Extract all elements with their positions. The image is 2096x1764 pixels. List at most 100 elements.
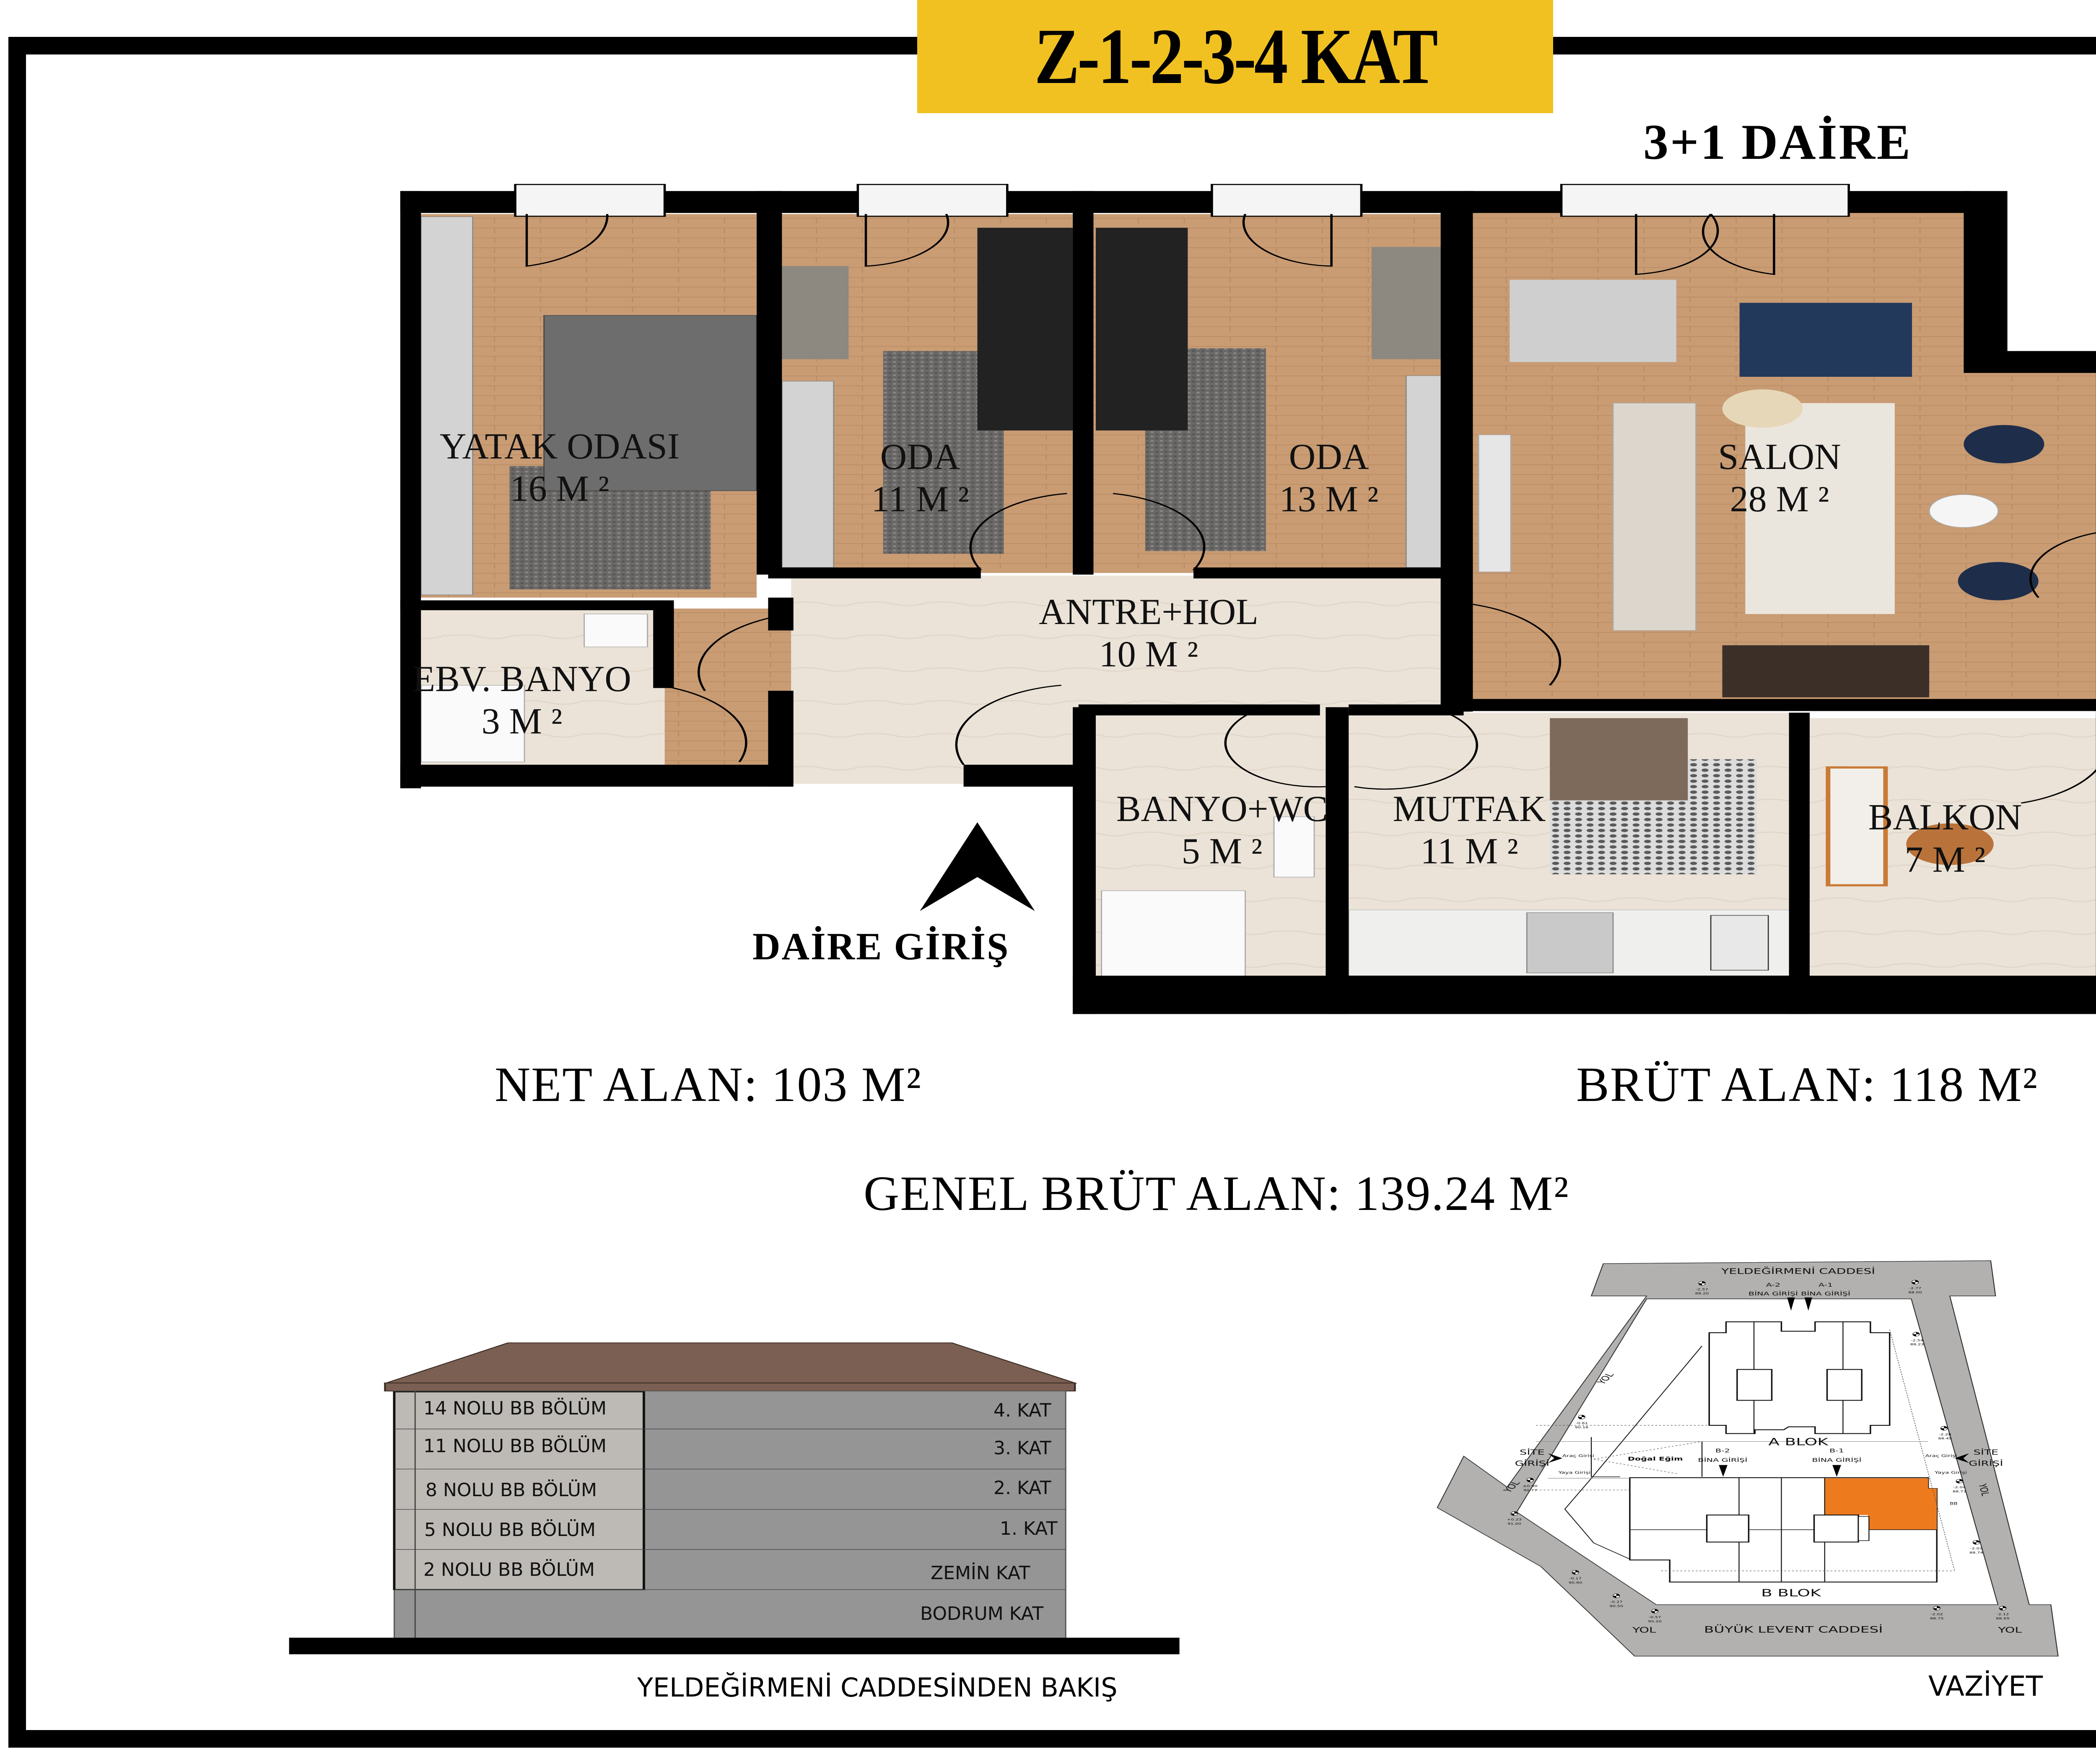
radiator: [1478, 434, 1512, 572]
stove-icon: [1710, 915, 1769, 971]
balcony-table: [1906, 823, 1994, 865]
ground-line: [289, 1637, 1180, 1655]
floor-label-zemin: ZEMİN KAT: [931, 1562, 1030, 1584]
svg-text:88.75: 88.75: [1930, 1617, 1944, 1620]
arrow-up-icon: [920, 822, 1035, 911]
walls: [400, 191, 2096, 1014]
room-name: SALON: [1718, 437, 1841, 477]
svg-text:90.60: 90.60: [1569, 1581, 1582, 1584]
room-area: 11 M ²: [1420, 831, 1518, 872]
site-entry-east-2: GİRİŞİ: [1969, 1459, 2003, 1468]
svg-text:88.20: 88.20: [1695, 1292, 1709, 1295]
svg-text:88.74: 88.74: [1969, 1551, 1983, 1554]
balcony-bench: [1826, 766, 1888, 886]
floors-title-banner: Z-1-2-3-4 KAT: [917, 0, 1553, 113]
svg-text:-0.61: -0.61: [1575, 1422, 1588, 1425]
svg-text:+0.23: +0.23: [1507, 1518, 1522, 1521]
svg-text:-2.54: -2.54: [1911, 1339, 1923, 1342]
shower-tray: [420, 685, 525, 762]
roof: [383, 1342, 1078, 1383]
room-area: 11 M ²: [871, 479, 969, 520]
svg-text:-0.27: -0.27: [1610, 1601, 1623, 1604]
sink-icon: [1526, 912, 1614, 974]
room-name: ANTRE+HOL: [1039, 592, 1258, 632]
svg-text:88.65: 88.65: [1996, 1617, 2010, 1620]
svg-text:90.77: 90.77: [1523, 1489, 1537, 1492]
desk-oda-1: [782, 266, 849, 360]
road-label-se: YOL: [1997, 1626, 2022, 1634]
south-street: BÜYÜK LEVENT CADDESİ: [1704, 1624, 1883, 1635]
apartment-entry-label: DAİRE GİRİŞ: [752, 925, 1010, 968]
wardrobe-yatak: [420, 216, 473, 596]
ramp: [1564, 1346, 1703, 1559]
toilet: [1273, 816, 1315, 878]
bb-marker: BB: [1950, 1501, 1958, 1505]
svg-text:-0.17: -0.17: [1569, 1577, 1582, 1580]
svg-text:-2.77: -2.77: [1909, 1287, 1922, 1290]
room-area: 10 M ²: [1099, 634, 1198, 675]
entrance-arrows: [1548, 1297, 1969, 1477]
desk-oda-2: [1372, 247, 1441, 360]
room-name: ODA: [880, 437, 960, 477]
armchair-2: [1958, 562, 2039, 601]
svg-text:91.00: 91.00: [1507, 1522, 1521, 1526]
svg-text:88.00: 88.00: [1908, 1291, 1922, 1294]
room-name: YATAK ODASI: [439, 426, 680, 467]
entrance-a2-code: A-2: [1766, 1282, 1780, 1288]
single-bed-1: [977, 228, 1073, 431]
unit-label-14: 14 NOLU BB BÖLÜM: [423, 1398, 607, 1419]
road-label-sw: YOL: [1632, 1626, 1656, 1634]
site-entry-west-2: GİRİŞİ: [1515, 1459, 1549, 1468]
salon-rug: [1745, 403, 1895, 614]
room-area: 3 M ²: [481, 701, 563, 742]
roof-eave: [384, 1382, 1076, 1391]
svg-text:-2.03: -2.03: [1970, 1547, 1983, 1550]
unit-label-11: 11 NOLU BB BÖLÜM: [423, 1435, 607, 1457]
kitchen-table: [1550, 718, 1688, 800]
floor-label-2: 2. KAT: [994, 1477, 1051, 1499]
site-entry-west-1: SİTE: [1520, 1448, 1545, 1457]
floor-lines: [394, 1391, 1066, 1638]
floor-label-4: 4. KAT: [994, 1400, 1051, 1421]
wardrobe-oda-1: [781, 381, 835, 568]
gross-area: BRÜT ALAN: 118 M²: [1576, 1057, 2038, 1112]
entrance-a1-label: BİNA GİRİŞİ: [1801, 1290, 1850, 1297]
room-name: BALKON: [1868, 797, 2022, 838]
svg-text:-2.12: -2.12: [1997, 1613, 2009, 1616]
bathtub: [1101, 890, 1246, 984]
floors-title: Z-1-2-3-4 KAT: [1034, 13, 1438, 101]
entrance-b2-label: BİNA GİRİŞİ: [1698, 1457, 1747, 1463]
room-name: EBV. BANYO: [412, 659, 631, 699]
room-area: 28 M ²: [1730, 479, 1829, 520]
entrance-a1-code: A-1: [1818, 1282, 1833, 1288]
floor-salon-b: [1964, 373, 2096, 705]
svg-text:90.20: 90.20: [1648, 1620, 1662, 1623]
windows: [514, 184, 2096, 979]
svg-text:90.16: 90.16: [1575, 1426, 1589, 1429]
room-area: 13 M ²: [1279, 479, 1379, 520]
unit-type-label: 3+1 DAİRE: [1643, 114, 1912, 170]
building-elevation: [289, 1342, 1180, 1655]
floor-plan: [400, 184, 2096, 1014]
chesterfield-sofa: [1612, 403, 1697, 631]
svg-text:88.23: 88.23: [1910, 1343, 1924, 1346]
pedestrian-entry-east: Yaya Girişi: [1934, 1471, 1967, 1475]
site-plan-caption: VAZİYET: [1928, 1670, 2043, 1702]
floor-label-1: 1. KAT: [1000, 1518, 1058, 1539]
single-bed-2: [1095, 228, 1188, 431]
room-area: 5 M ²: [1181, 831, 1263, 872]
floor-label-bodrum: BODRUM KAT: [920, 1603, 1044, 1624]
